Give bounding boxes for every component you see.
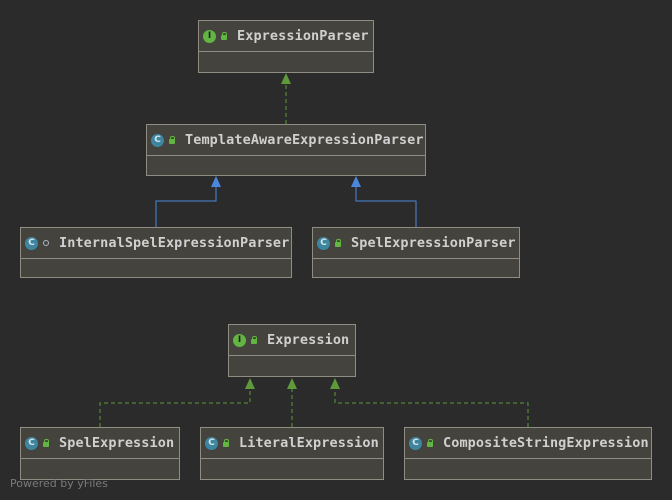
public-visibility-icon (168, 136, 176, 144)
node-separator (229, 355, 355, 356)
node-label: ExpressionParser (237, 28, 369, 44)
node-label: LiteralExpression (239, 435, 379, 451)
node-expression[interactable]: I Expression (228, 324, 356, 377)
class-icon: C (25, 236, 38, 250)
class-icon: C (409, 436, 422, 450)
node-separator (199, 51, 373, 52)
node-separator (21, 458, 179, 459)
node-separator (405, 458, 651, 459)
node-separator (147, 155, 425, 156)
node-spel-expression-parser[interactable]: C SpelExpressionParser (312, 227, 520, 278)
node-label: TemplateAwareExpressionParser (185, 132, 424, 148)
node-internal-spel-expression-parser[interactable]: C InternalSpelExpressionParser (20, 227, 292, 278)
public-visibility-icon (250, 336, 258, 344)
public-visibility-icon (42, 439, 50, 447)
node-label: Expression (267, 332, 350, 348)
public-visibility-icon (220, 32, 228, 40)
edge-implements-spel-expression (99, 378, 255, 427)
public-visibility-icon (426, 439, 434, 447)
node-label: CompositeStringExpression (443, 435, 649, 451)
node-spel-expression[interactable]: C SpelExpression (20, 427, 180, 480)
node-literal-expression[interactable]: C LiteralExpression (200, 427, 384, 480)
class-icon: C (25, 436, 38, 450)
node-label: SpelExpression (59, 435, 175, 451)
edge-implements-template-aware (281, 73, 291, 124)
node-template-aware-expression-parser[interactable]: C TemplateAwareExpressionParser (146, 124, 426, 176)
class-icon: C (151, 133, 164, 147)
node-separator (21, 258, 291, 259)
edge-extends-spel-parser (351, 176, 417, 227)
edge-implements-literal-expression (287, 378, 297, 427)
interface-icon: I (233, 333, 246, 347)
public-visibility-icon (222, 439, 230, 447)
package-private-visibility-icon (42, 239, 50, 247)
node-expression-parser[interactable]: I ExpressionParser (198, 20, 374, 73)
public-visibility-icon (334, 239, 342, 247)
powered-by-footer: Powered by yFiles (10, 477, 108, 490)
edge-extends-internal-spel (155, 176, 221, 227)
edge-implements-composite-string-expression (330, 378, 529, 427)
node-separator (201, 458, 383, 459)
node-composite-string-expression[interactable]: C CompositeStringExpression (404, 427, 652, 480)
interface-icon: I (203, 29, 216, 43)
class-icon: C (205, 436, 218, 450)
class-icon: C (317, 236, 330, 250)
node-separator (313, 258, 519, 259)
node-label: InternalSpelExpressionParser (59, 235, 290, 251)
node-label: SpelExpressionParser (351, 235, 516, 251)
